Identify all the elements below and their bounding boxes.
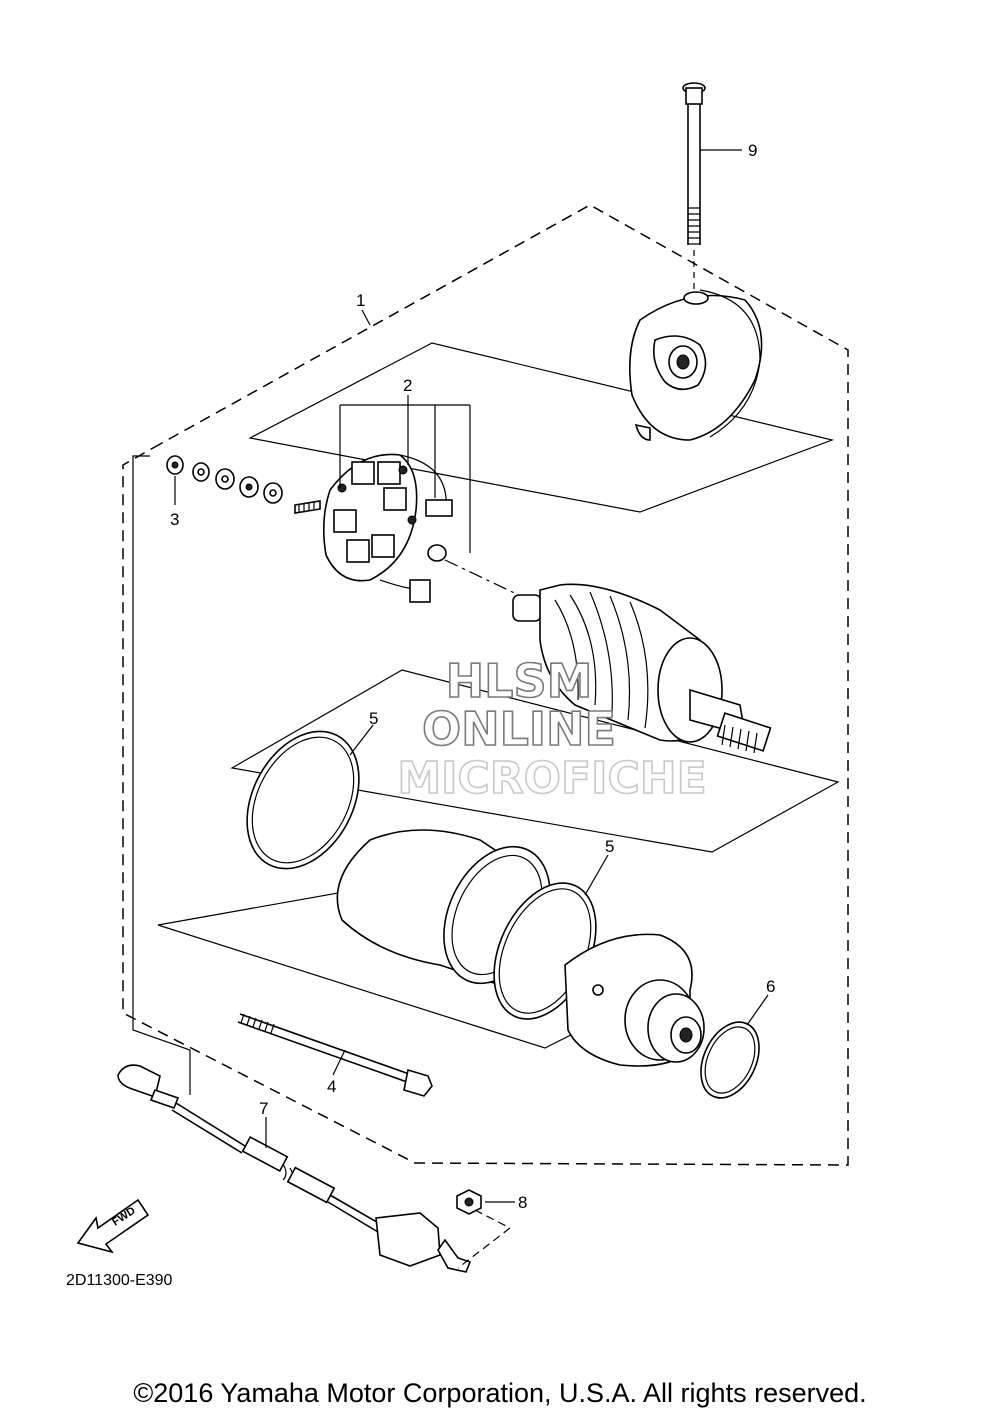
callout-8: 8 (518, 1193, 527, 1212)
armature-group-box (230, 669, 840, 853)
bolt-part-4[interactable] (237, 1013, 433, 1097)
callout-5-lower: 5 (605, 837, 614, 856)
leader-1 (361, 309, 371, 326)
copyright-notice: ©2016 Yamaha Motor Corporation, U.S.A. A… (133, 1378, 867, 1408)
armature[interactable] (512, 583, 772, 754)
watermark-line-2: ONLINE (422, 702, 616, 756)
axis-line (444, 559, 526, 599)
front-cover[interactable] (564, 933, 705, 1067)
leader-2 (339, 395, 471, 553)
assembly-boundary (122, 204, 849, 1166)
callout-7: 7 (259, 1099, 268, 1118)
nut-washers-part-3[interactable] (166, 455, 321, 514)
callout-4: 4 (327, 1077, 336, 1096)
brush-holder-part-2[interactable] (322, 453, 453, 603)
callout-1: 1 (356, 291, 365, 310)
nut-part-8[interactable] (456, 1189, 482, 1215)
lead-wire-route (132, 455, 191, 1095)
watermark-line-3: MICROFICHE (397, 753, 706, 804)
rear-cover[interactable] (628, 289, 763, 441)
fwd-arrow-icon (76, 1198, 150, 1254)
leader-6 (746, 994, 769, 1026)
leader-4 (332, 1049, 346, 1076)
o-ring-part-5-left[interactable] (225, 712, 382, 888)
callout-9: 9 (748, 141, 757, 160)
diagram-code: 2D11300-E390 (66, 1272, 173, 1289)
callout-5-upper: 5 (369, 709, 378, 728)
callout-6: 6 (766, 977, 775, 996)
callout-2: 2 (403, 376, 412, 395)
lead-wire-part-7[interactable] (117, 1064, 472, 1273)
leader-5b (584, 854, 609, 896)
leader-5a (349, 724, 374, 756)
watermark-line-1: HLSM (446, 654, 593, 708)
through-bolt-part-9[interactable] (682, 82, 706, 292)
callout-3: 3 (170, 510, 179, 529)
cover-group-box (248, 342, 835, 513)
